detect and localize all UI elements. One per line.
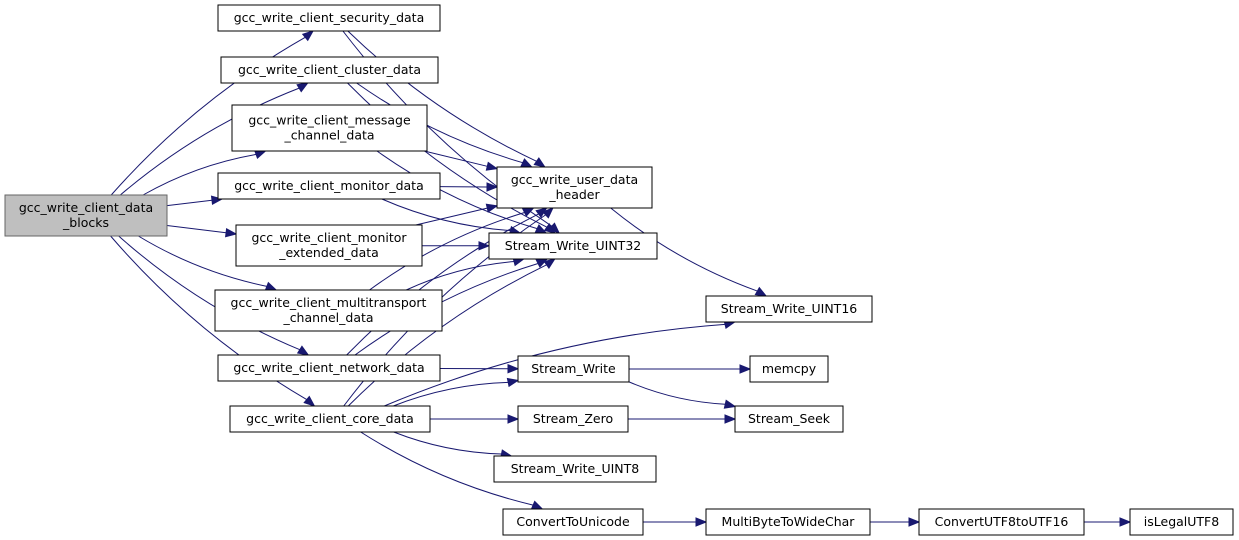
edge-monitor-to-user_header xyxy=(439,182,499,192)
node-label: Stream_Seek xyxy=(748,411,831,426)
node-label: _channel_data xyxy=(283,128,374,143)
edge-user_header-to-uint16 xyxy=(610,207,768,297)
node-box xyxy=(705,508,871,536)
node-label: isLegalUTF8 xyxy=(1144,514,1219,529)
edge-monitor_ext-to-uint32 xyxy=(421,241,491,251)
edge-to_unicode-to-mb2wc xyxy=(643,517,708,527)
edge-blocks-to-security xyxy=(110,30,315,196)
node-label: _channel_data xyxy=(282,310,373,325)
edge-core-to-uint32 xyxy=(347,258,556,407)
edge-security-to-user_header xyxy=(347,30,546,168)
edge-stream_zero-to-stream_seek xyxy=(628,414,737,424)
node-box xyxy=(496,166,653,209)
node-label: gcc_write_client_data xyxy=(19,200,153,215)
node-label: _blocks xyxy=(62,215,109,230)
edge-blocks-to-cluster xyxy=(119,82,309,196)
node-label: Stream_Write_UINT8 xyxy=(511,461,640,476)
node-cluster[interactable]: gcc_write_client_cluster_data xyxy=(220,56,439,84)
edge-message-to-user_header xyxy=(424,150,499,171)
node-box xyxy=(734,405,844,433)
node-user-header[interactable]: gcc_write_user_data_header xyxy=(496,166,653,209)
node-message[interactable]: gcc_write_client_message_channel_data xyxy=(231,104,428,152)
node-box xyxy=(217,172,441,200)
node-label: gcc_write_client_core_data xyxy=(246,411,414,426)
node-box xyxy=(217,4,441,32)
node-label: gcc_write_client_cluster_data xyxy=(238,62,421,77)
node-box xyxy=(231,104,428,152)
edge-blocks-to-network xyxy=(118,235,310,356)
node-blocks[interactable]: gcc_write_client_data_blocks xyxy=(4,194,168,237)
node-box xyxy=(488,232,658,260)
node-box xyxy=(235,224,423,267)
edge-blocks-to-monitor xyxy=(166,195,224,207)
node-box xyxy=(217,354,441,382)
node-stream-write[interactable]: Stream_Write xyxy=(517,355,630,383)
node-box xyxy=(502,508,644,536)
node-box xyxy=(214,289,443,332)
node-box xyxy=(4,194,168,237)
node-legal-utf8[interactable]: isLegalUTF8 xyxy=(1129,508,1234,536)
node-multitransport[interactable]: gcc_write_client_multitransport_channel_… xyxy=(214,289,443,332)
node-memcpy[interactable]: memcpy xyxy=(749,355,829,383)
edge-blocks-to-monitor_ext xyxy=(166,225,238,238)
node-box xyxy=(918,508,1085,536)
node-label: _header xyxy=(548,187,600,202)
edge-core-to-uint8 xyxy=(393,431,513,459)
node-label: Stream_Zero xyxy=(533,411,613,426)
edge-stream_write-to-stream_seek xyxy=(628,381,737,409)
node-monitor-ext[interactable]: gcc_write_client_monitor_extended_data xyxy=(235,224,423,267)
node-box xyxy=(517,355,630,383)
node-box xyxy=(220,56,439,84)
node-label: gcc_write_client_network_data xyxy=(233,360,424,375)
node-label: Stream_Write_UINT16 xyxy=(721,301,858,316)
node-network[interactable]: gcc_write_client_network_data xyxy=(217,354,441,382)
node-box xyxy=(517,405,629,433)
node-label: ConvertUTF8toUTF16 xyxy=(935,514,1069,529)
edge-mb2wc-to-utf8to16 xyxy=(870,517,921,527)
node-label: Stream_Write xyxy=(531,361,616,376)
edge-core-to-to_unicode xyxy=(360,431,544,510)
edge-network-to-stream_write xyxy=(439,363,520,374)
node-box xyxy=(493,455,657,483)
node-stream-zero[interactable]: Stream_Zero xyxy=(517,405,629,433)
node-label: MultiByteToWideChar xyxy=(722,514,856,529)
node-utf8to16[interactable]: ConvertUTF8toUTF16 xyxy=(918,508,1085,536)
node-label: gcc_write_client_monitor_data xyxy=(234,178,424,193)
node-label: ConvertToUnicode xyxy=(516,514,630,529)
node-label: gcc_write_client_message xyxy=(248,113,411,128)
edge-core-to-stream_write xyxy=(393,377,520,407)
edge-stream_write-to-memcpy xyxy=(629,364,752,374)
node-label: gcc_write_client_security_data xyxy=(234,10,425,25)
node-box xyxy=(1129,508,1234,536)
node-label: memcpy xyxy=(762,361,817,376)
node-label: gcc_write_client_monitor xyxy=(251,230,407,245)
node-mb2wc[interactable]: MultiByteToWideChar xyxy=(705,508,871,536)
node-security[interactable]: gcc_write_client_security_data xyxy=(217,4,441,32)
node-uint8[interactable]: Stream_Write_UINT8 xyxy=(493,455,657,483)
edge-monitor_ext-to-user_header xyxy=(415,203,499,226)
edge-core-to-stream_zero xyxy=(430,414,520,424)
node-monitor[interactable]: gcc_write_client_monitor_data xyxy=(217,172,441,200)
node-box xyxy=(749,355,829,383)
node-label: _extended_data xyxy=(278,245,379,260)
node-uint32[interactable]: Stream_Write_UINT32 xyxy=(488,232,658,260)
node-to-unicode[interactable]: ConvertToUnicode xyxy=(502,508,644,536)
node-core[interactable]: gcc_write_client_core_data xyxy=(229,405,431,433)
node-label: gcc_write_user_data xyxy=(511,172,638,187)
node-label: gcc_write_client_multitransport xyxy=(231,295,427,310)
node-stream-seek[interactable]: Stream_Seek xyxy=(734,405,844,433)
edge-utf8to16-to-legal_utf8 xyxy=(1084,517,1132,527)
node-box xyxy=(705,295,873,323)
edge-blocks-to-core xyxy=(110,235,316,407)
node-box xyxy=(229,405,431,433)
node-label: Stream_Write_UINT32 xyxy=(505,238,641,253)
node-uint16[interactable]: Stream_Write_UINT16 xyxy=(705,295,873,323)
